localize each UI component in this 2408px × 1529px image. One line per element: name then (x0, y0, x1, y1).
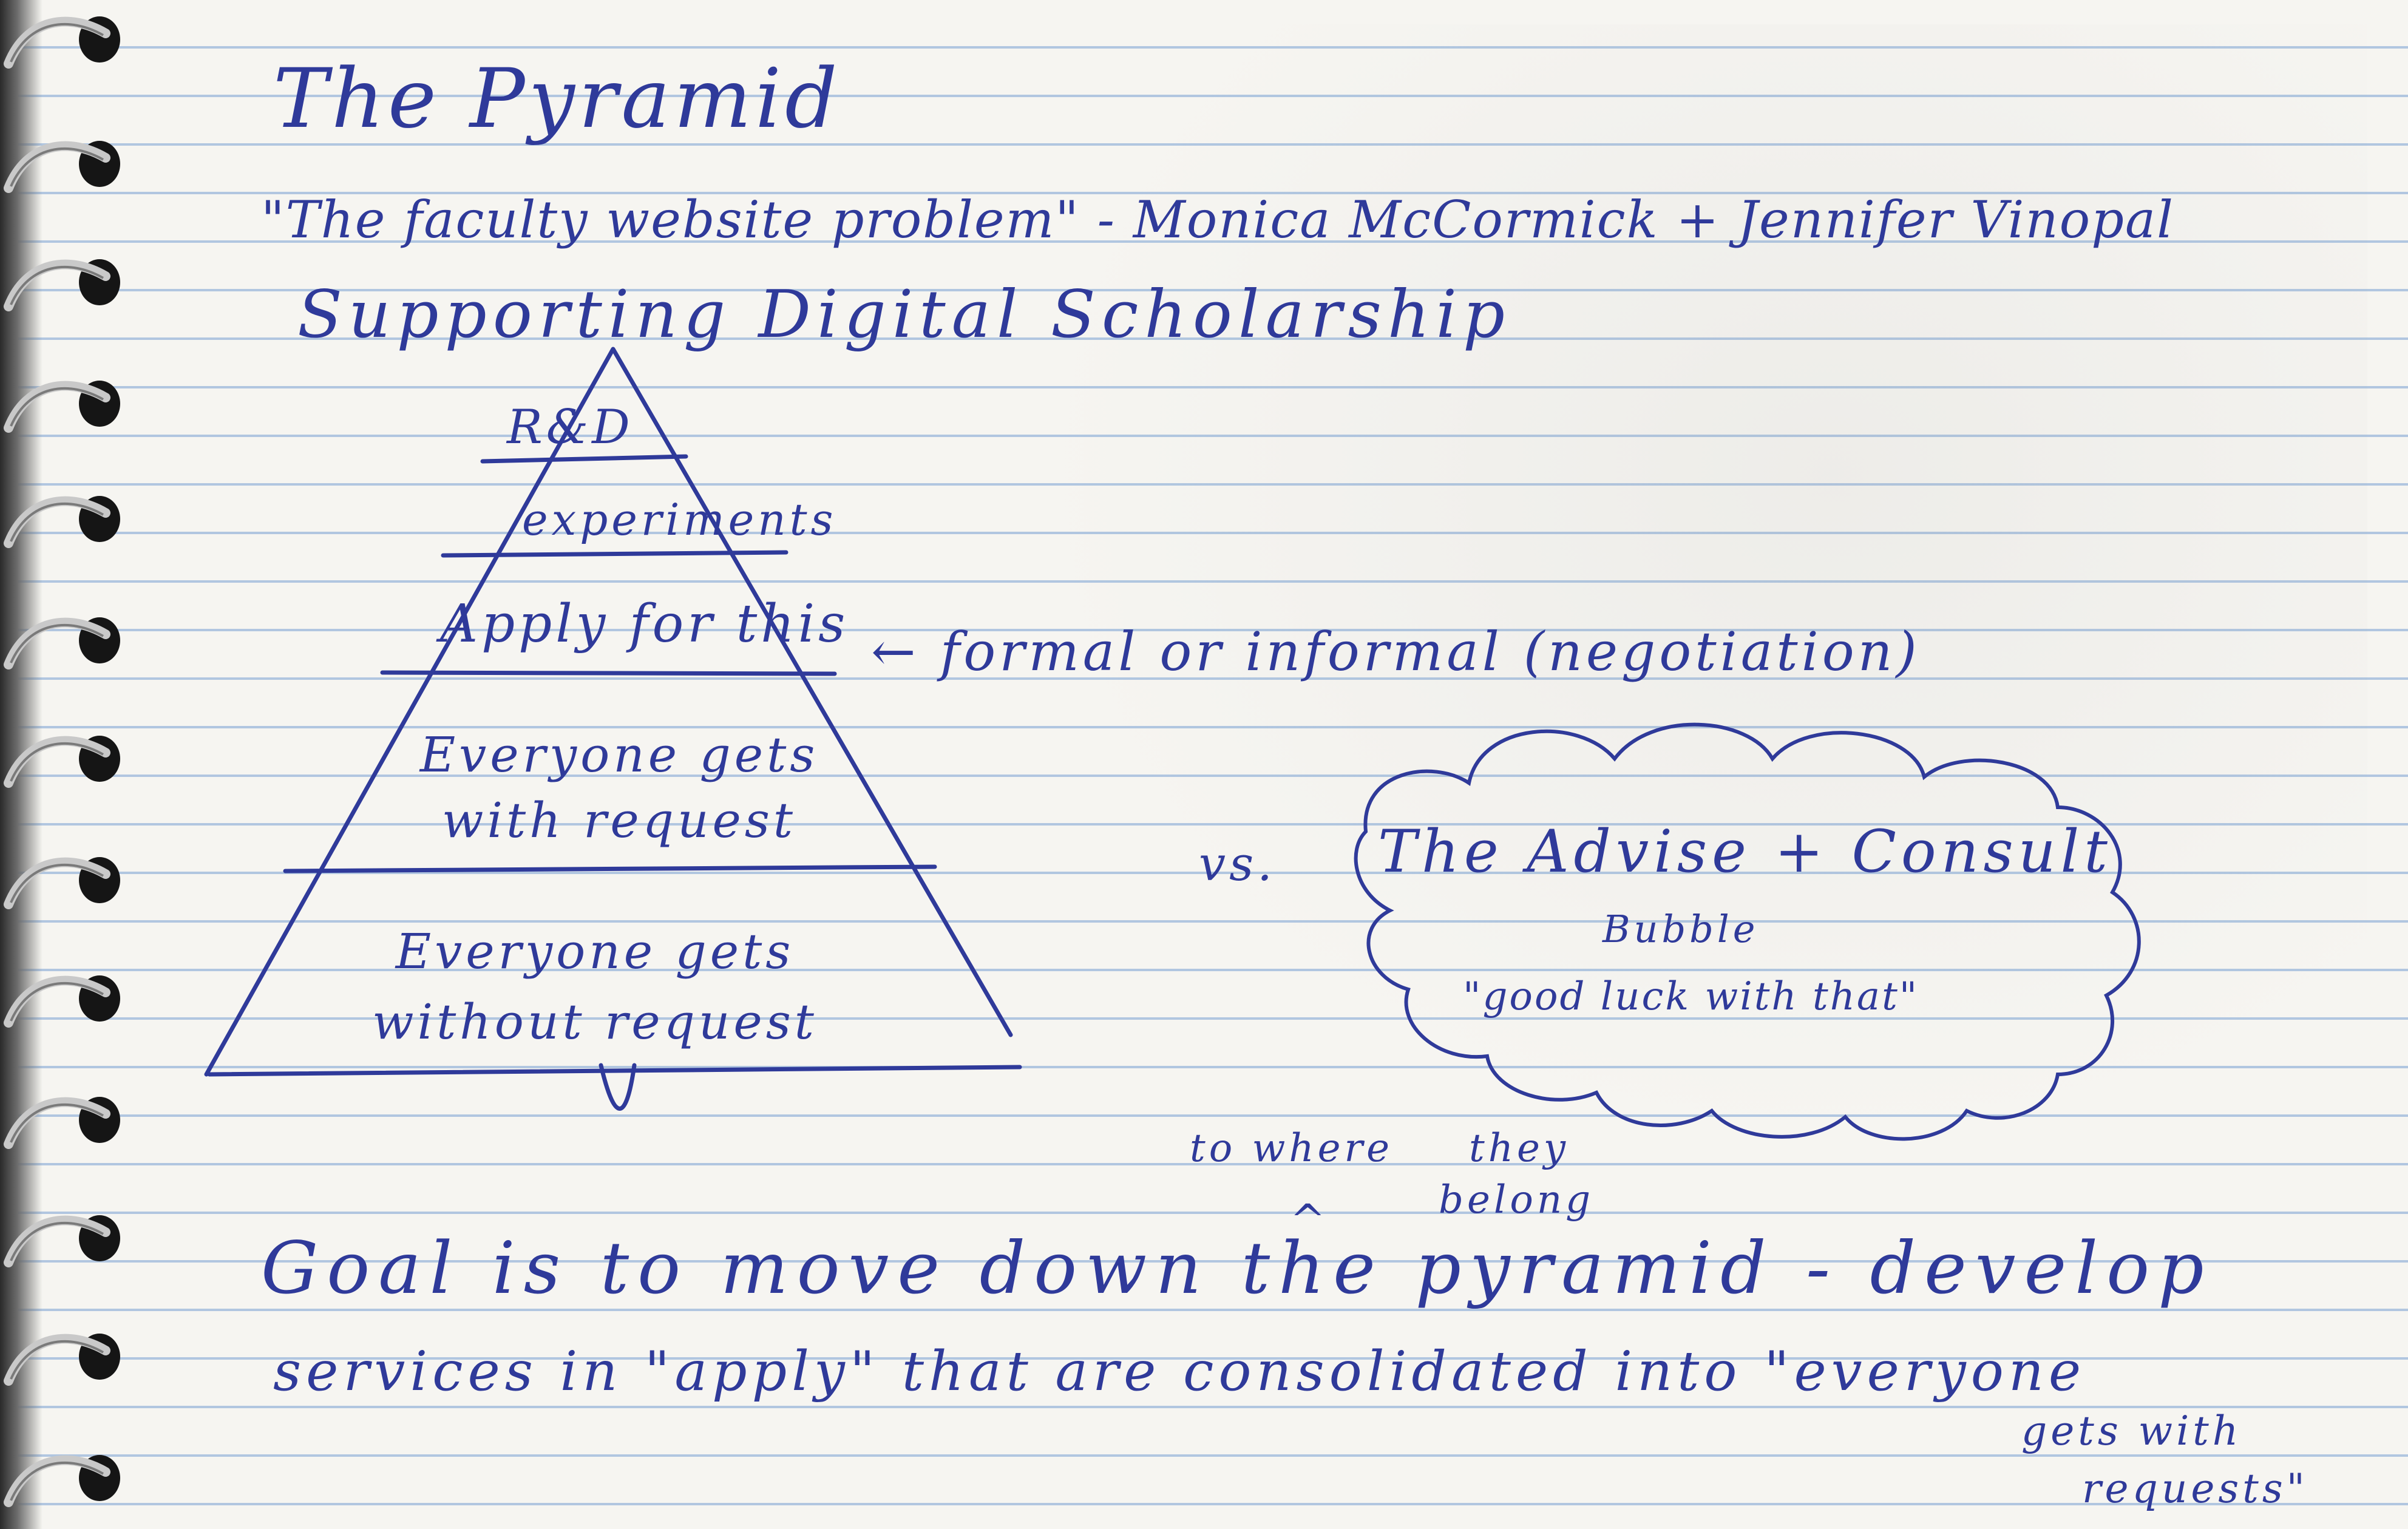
spiral-wire-shade (10, 503, 104, 542)
goal-line-4: requests" (2082, 1465, 2309, 1512)
spiral-wire (4, 259, 110, 311)
spiral-ring (4, 141, 120, 193)
pyramid-divider-4 (283, 864, 937, 873)
pyramid-tier-rnd: R&D (507, 400, 634, 455)
versus-label: vs. (1199, 837, 1276, 892)
spiral-ring (4, 259, 120, 311)
spiral-wire-shade (10, 1462, 104, 1501)
pyramid-tier-experiments: experiments (522, 494, 837, 545)
goal-line-1: Goal is to move down the pyramid - devel… (261, 1226, 2213, 1310)
spiral-wire-shade (10, 266, 104, 305)
pyramid-tier-apply: Apply for this (440, 594, 849, 654)
insertion-text-3: belong (1439, 1178, 1595, 1222)
bubble-line-3: "good luck with that" (1463, 974, 1919, 1019)
pyramid-divider-2 (441, 550, 789, 558)
spiral-ring (4, 1215, 120, 1267)
spiral-wire (4, 975, 110, 1028)
pyramid-divider-3 (380, 670, 837, 676)
insertion-text-2: they (1469, 1126, 1569, 1171)
spiral-wire-shade (10, 1340, 104, 1380)
pyramid-base (207, 1065, 1022, 1077)
spiral-ring (4, 1097, 120, 1149)
goal-line-2: services in "apply" that are consolidate… (273, 1340, 2086, 1403)
spiral-wire-shade (10, 1222, 104, 1261)
spiral-ring (4, 857, 120, 909)
spiral-wire (4, 736, 110, 788)
spiral-wire (4, 381, 110, 433)
bleed-through-text (1032, 24, 2367, 1147)
spiral-wire-shade (10, 742, 104, 782)
spiral-wire (4, 141, 110, 193)
pyramid-outline (204, 347, 1013, 1077)
spiral-ring (4, 496, 120, 548)
spiral-ring (4, 736, 120, 788)
goal-line-3: gets with (2021, 1408, 2242, 1454)
spiral-wire (4, 857, 110, 909)
spiral-wire-shade (10, 23, 104, 63)
spiral-wire-shade (10, 1104, 104, 1143)
spiral-wire (4, 1097, 110, 1149)
spiral-wire-shade (10, 982, 104, 1022)
page-title: The Pyramid (273, 51, 841, 146)
side-note: ← formal or informal (negotiation) (871, 620, 1921, 683)
bubble-line-1: The Advise + Consult (1378, 818, 2112, 886)
spiral-wire-shade (10, 387, 104, 427)
spiral-ring (4, 16, 120, 69)
spiral-wire (4, 16, 110, 69)
bubble-line-2: Bubble (1603, 907, 1759, 951)
spiral-wire (4, 496, 110, 548)
spiral-wire-shade (10, 624, 104, 663)
spiral-ring (4, 617, 120, 670)
pyramid-tier-without-request: Everyone gets without request (372, 923, 818, 1050)
insertion-text-1: to where (1190, 1126, 1393, 1171)
quote-line: "The faculty website problem" - Monica M… (261, 190, 2174, 249)
pyramid-tier-with-request: Everyone gets with request (419, 727, 819, 849)
spiral-wire (4, 1455, 110, 1507)
spiral-wire (4, 617, 110, 670)
spiral-wire (4, 1334, 110, 1386)
pyramid-divider-1 (480, 454, 688, 464)
spiral-wire-shade (10, 864, 104, 903)
spiral-wire (4, 1215, 110, 1267)
pyramid-bottom-tail (599, 1063, 637, 1111)
spiral-ring (4, 1334, 120, 1386)
spiral-wire-shade (10, 147, 104, 187)
insertion-caret: ^ (1290, 1195, 1329, 1245)
spiral-ring (4, 975, 120, 1028)
spiral-ring (4, 381, 120, 433)
subtitle: Supporting Digital Scholarship (297, 277, 1511, 353)
spiral-ring (4, 1455, 120, 1507)
